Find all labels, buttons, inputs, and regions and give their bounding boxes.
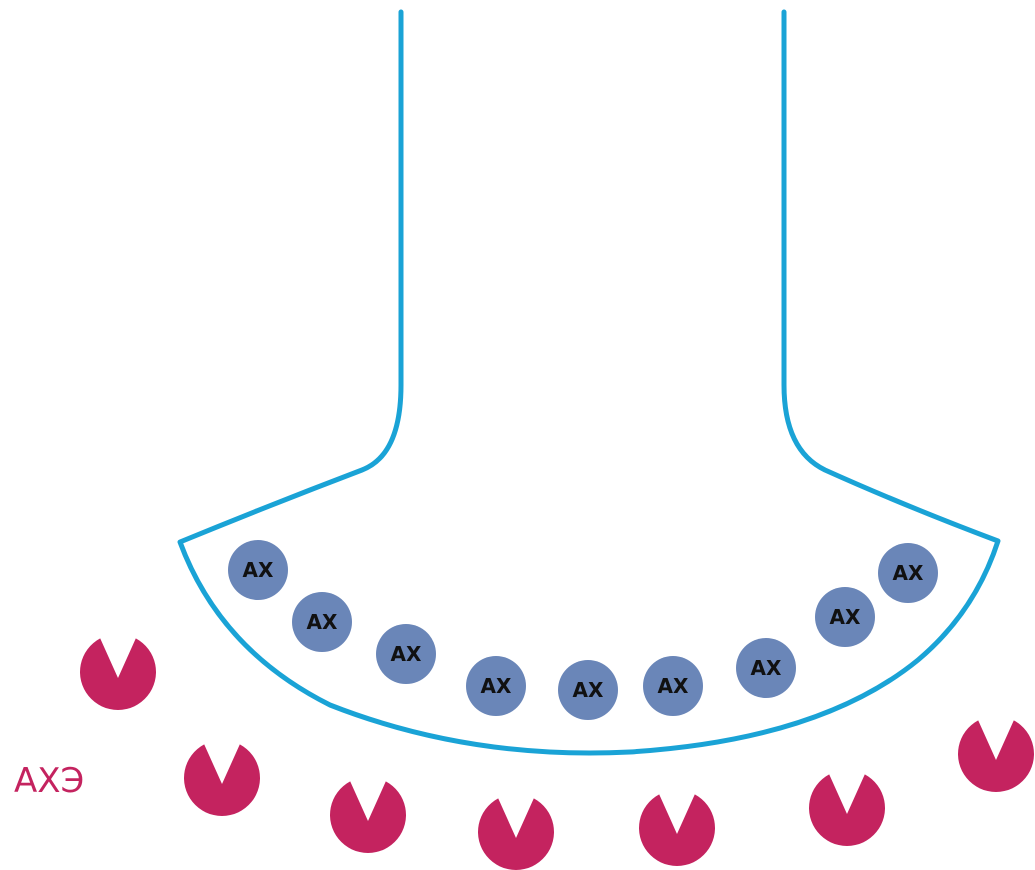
vesicle-label: AX <box>830 605 861 629</box>
vesicle-label: AX <box>391 642 422 666</box>
vesicle-label: AX <box>307 610 338 634</box>
enzyme-shape <box>958 720 1034 792</box>
vesicle-label: AX <box>658 674 689 698</box>
enzyme-shape <box>639 794 715 866</box>
vesicle-label: AX <box>893 561 924 585</box>
enzyme-shape <box>478 798 554 870</box>
enzyme-shape <box>184 744 260 816</box>
enzyme-label: АХЭ <box>14 761 84 801</box>
vesicle-group: AX AX AX AX AX AX AX AX AX <box>228 540 938 720</box>
vesicle: AX <box>558 660 618 720</box>
vesicle-label: AX <box>243 558 274 582</box>
vesicle: AX <box>228 540 288 600</box>
enzyme-shape <box>809 774 885 846</box>
vesicle-label: AX <box>751 656 782 680</box>
vesicle: AX <box>466 656 526 716</box>
enzyme-shape <box>330 781 406 853</box>
vesicle: AX <box>736 638 796 698</box>
enzyme-shape <box>80 638 156 710</box>
vesicle-label: AX <box>573 678 604 702</box>
vesicle: AX <box>292 592 352 652</box>
vesicle: AX <box>376 624 436 684</box>
vesicle: AX <box>815 587 875 647</box>
vesicle-label: AX <box>481 674 512 698</box>
vesicle: AX <box>643 656 703 716</box>
vesicle: AX <box>878 543 938 603</box>
